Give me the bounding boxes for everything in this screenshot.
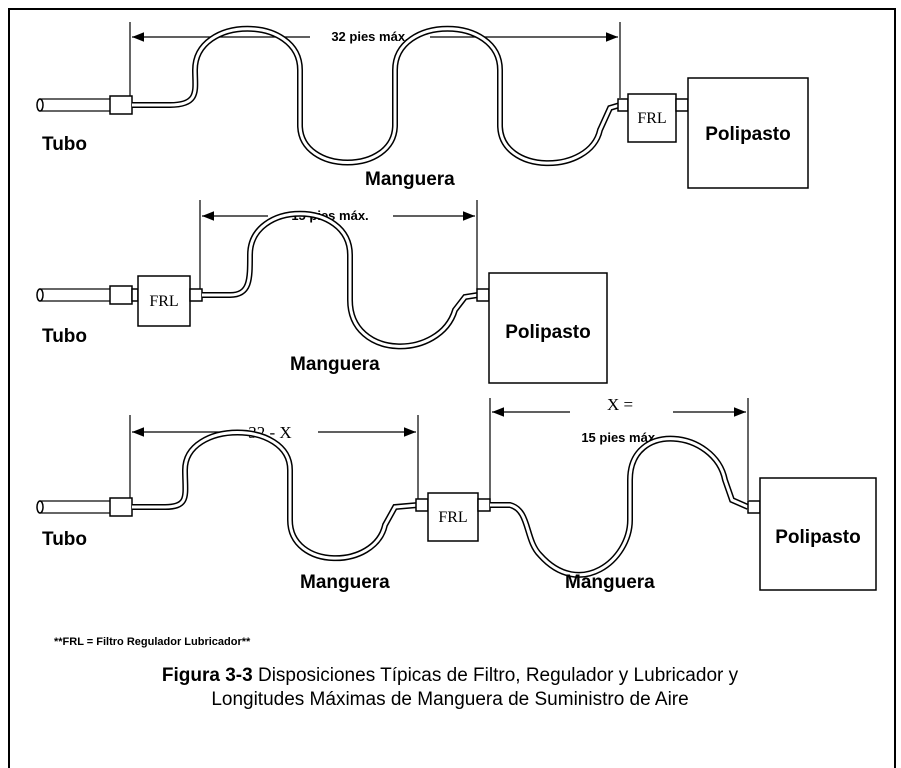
row2-pipe	[36, 285, 133, 305]
row1-hose	[132, 25, 621, 167]
row3-arrangement: 32 - X X = 15 pies máx. Tubo Manguera FR…	[36, 395, 877, 593]
row3-hose-right-label: Manguera	[565, 572, 655, 593]
row3-hose-left	[132, 429, 419, 562]
frl-definition-note: **FRL = Filtro Regulador Lubricador**	[54, 636, 251, 648]
row1-pipe-label: Tubo	[42, 134, 87, 155]
row1-hoist-label: Polipasto	[705, 124, 791, 145]
caption-line1: Figura 3-3 Disposiciones Típicas de Filt…	[40, 664, 860, 688]
row3-pipe	[36, 497, 133, 517]
row1-arrangement: 32 pies máx. Tubo Manguera FRL Polipasto	[36, 22, 809, 190]
row3-frl-label: FRL	[438, 509, 467, 526]
row1-hoist-box	[687, 77, 809, 189]
row1-dimension-label: 32 pies máx.	[331, 29, 408, 44]
row2-hoist-label: Polipasto	[505, 322, 591, 343]
row3-frl-box	[427, 492, 479, 542]
row2-frl-label: FRL	[149, 293, 178, 310]
row1-frl-box	[627, 93, 677, 143]
row1-frl-label: FRL	[637, 110, 666, 127]
row3-dimension-right-bottom-label: 15 pies máx.	[581, 430, 658, 445]
caption-line2: Longitudes Máximas de Manguera de Sumini…	[211, 689, 689, 710]
row3-hose-right	[490, 435, 750, 578]
row1-pipe	[36, 95, 133, 115]
row3-pipe-label: Tubo	[42, 529, 87, 550]
row3-hoist-label: Polipasto	[775, 527, 861, 548]
row2-arrangement: 15 pies máx. Tubo FRL Manguera Polipasto	[36, 200, 608, 384]
row2-pipe-label: Tubo	[42, 326, 87, 347]
row2-hose-label: Manguera	[290, 354, 380, 375]
row3-hoist-box	[759, 477, 877, 591]
figure-caption: Figura 3-3 Disposiciones Típicas de Filt…	[40, 664, 860, 712]
figure-frame	[8, 8, 896, 768]
row3-dimension-right-top-label: X =	[607, 395, 633, 414]
figure-label: Figura 3-3	[161, 665, 253, 686]
row2-hose	[202, 210, 479, 350]
caption-line1-text: Disposiciones Típicas de Filtro, Regulad…	[257, 665, 739, 686]
row1-hose-label: Manguera	[365, 169, 455, 190]
row2-hoist-box	[488, 272, 608, 384]
row3-hose-left-label: Manguera	[300, 572, 390, 593]
